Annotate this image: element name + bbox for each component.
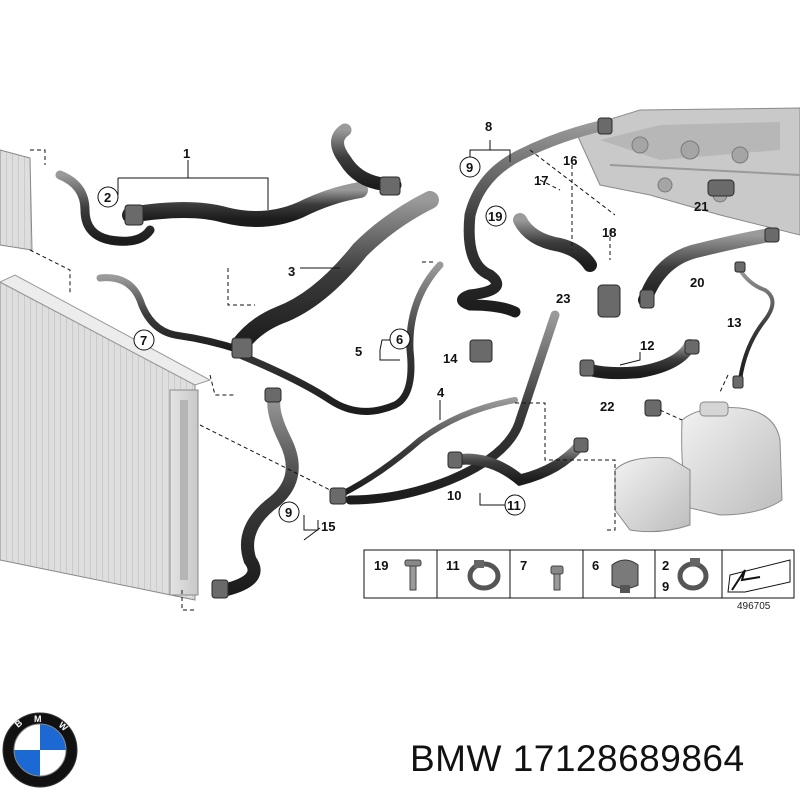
legend-label-11: 11 [446, 558, 460, 573]
callout-11-circle [504, 494, 526, 516]
fittings [124, 117, 780, 599]
reference-number: 496705 [737, 601, 771, 612]
callout-9a-circle [459, 156, 481, 178]
bmw-logo: B M W [2, 712, 78, 788]
legend-label-6: 6 [592, 558, 599, 573]
callout-23: 23 [556, 291, 570, 306]
callout-20: 20 [690, 275, 704, 290]
legend-label-9: 9 [662, 579, 669, 594]
callout-18: 18 [602, 225, 616, 240]
callout-7-circle [133, 329, 155, 351]
screw-icon [550, 565, 564, 591]
callout-3: 3 [288, 264, 295, 279]
callout-labels: 1 2 3 4 5 6 7 8 9 9 10 11 12 13 14 15 16… [97, 119, 741, 534]
callout-11: 11 [507, 498, 521, 513]
bolt-icon [404, 559, 422, 591]
svg-text:B: B [13, 717, 25, 729]
callout-4: 4 [437, 385, 445, 400]
engine-block [574, 107, 800, 236]
callout-5: 5 [355, 344, 362, 359]
dashed-lines [29, 149, 729, 611]
legend-label-7: 7 [520, 558, 527, 573]
hoses [55, 119, 777, 597]
hose-clamp-icon [467, 560, 501, 591]
callout-22: 22 [600, 399, 614, 414]
callout-8: 8 [485, 119, 492, 134]
callout-6: 6 [396, 332, 403, 347]
callout-21: 21 [694, 199, 708, 214]
clamp-icon [677, 558, 709, 591]
part-title: BMW 17128689864 [410, 738, 745, 779]
callout-2: 2 [104, 190, 111, 205]
callout-19-circle [485, 205, 507, 227]
callout-6-circle [389, 328, 411, 350]
callout-9b-circle [278, 501, 300, 523]
callout-12: 12 [640, 338, 654, 353]
clip-icon [611, 559, 639, 593]
expansion-tank [614, 401, 783, 533]
callout-9b: 9 [285, 505, 292, 520]
callout-15: 15 [321, 519, 335, 534]
legend-label-19: 19 [374, 558, 388, 573]
parts-legend: 19 11 7 6 2 9 496705 [363, 549, 795, 612]
arrow-icon [727, 559, 791, 593]
main-radiator [0, 274, 212, 601]
aux-radiator [0, 149, 33, 251]
callout-2-circle [97, 186, 119, 208]
callout-10: 10 [447, 488, 461, 503]
legend-label-2: 2 [662, 558, 669, 573]
callout-14: 14 [443, 351, 458, 366]
callout-13: 13 [727, 315, 741, 330]
callout-16: 16 [563, 153, 577, 168]
svg-text:M: M [34, 714, 42, 724]
callout-9a: 9 [466, 160, 473, 175]
callout-19: 19 [488, 209, 502, 224]
callout-1: 1 [183, 146, 190, 161]
callout-17: 17 [534, 173, 548, 188]
callout-7: 7 [140, 333, 147, 348]
